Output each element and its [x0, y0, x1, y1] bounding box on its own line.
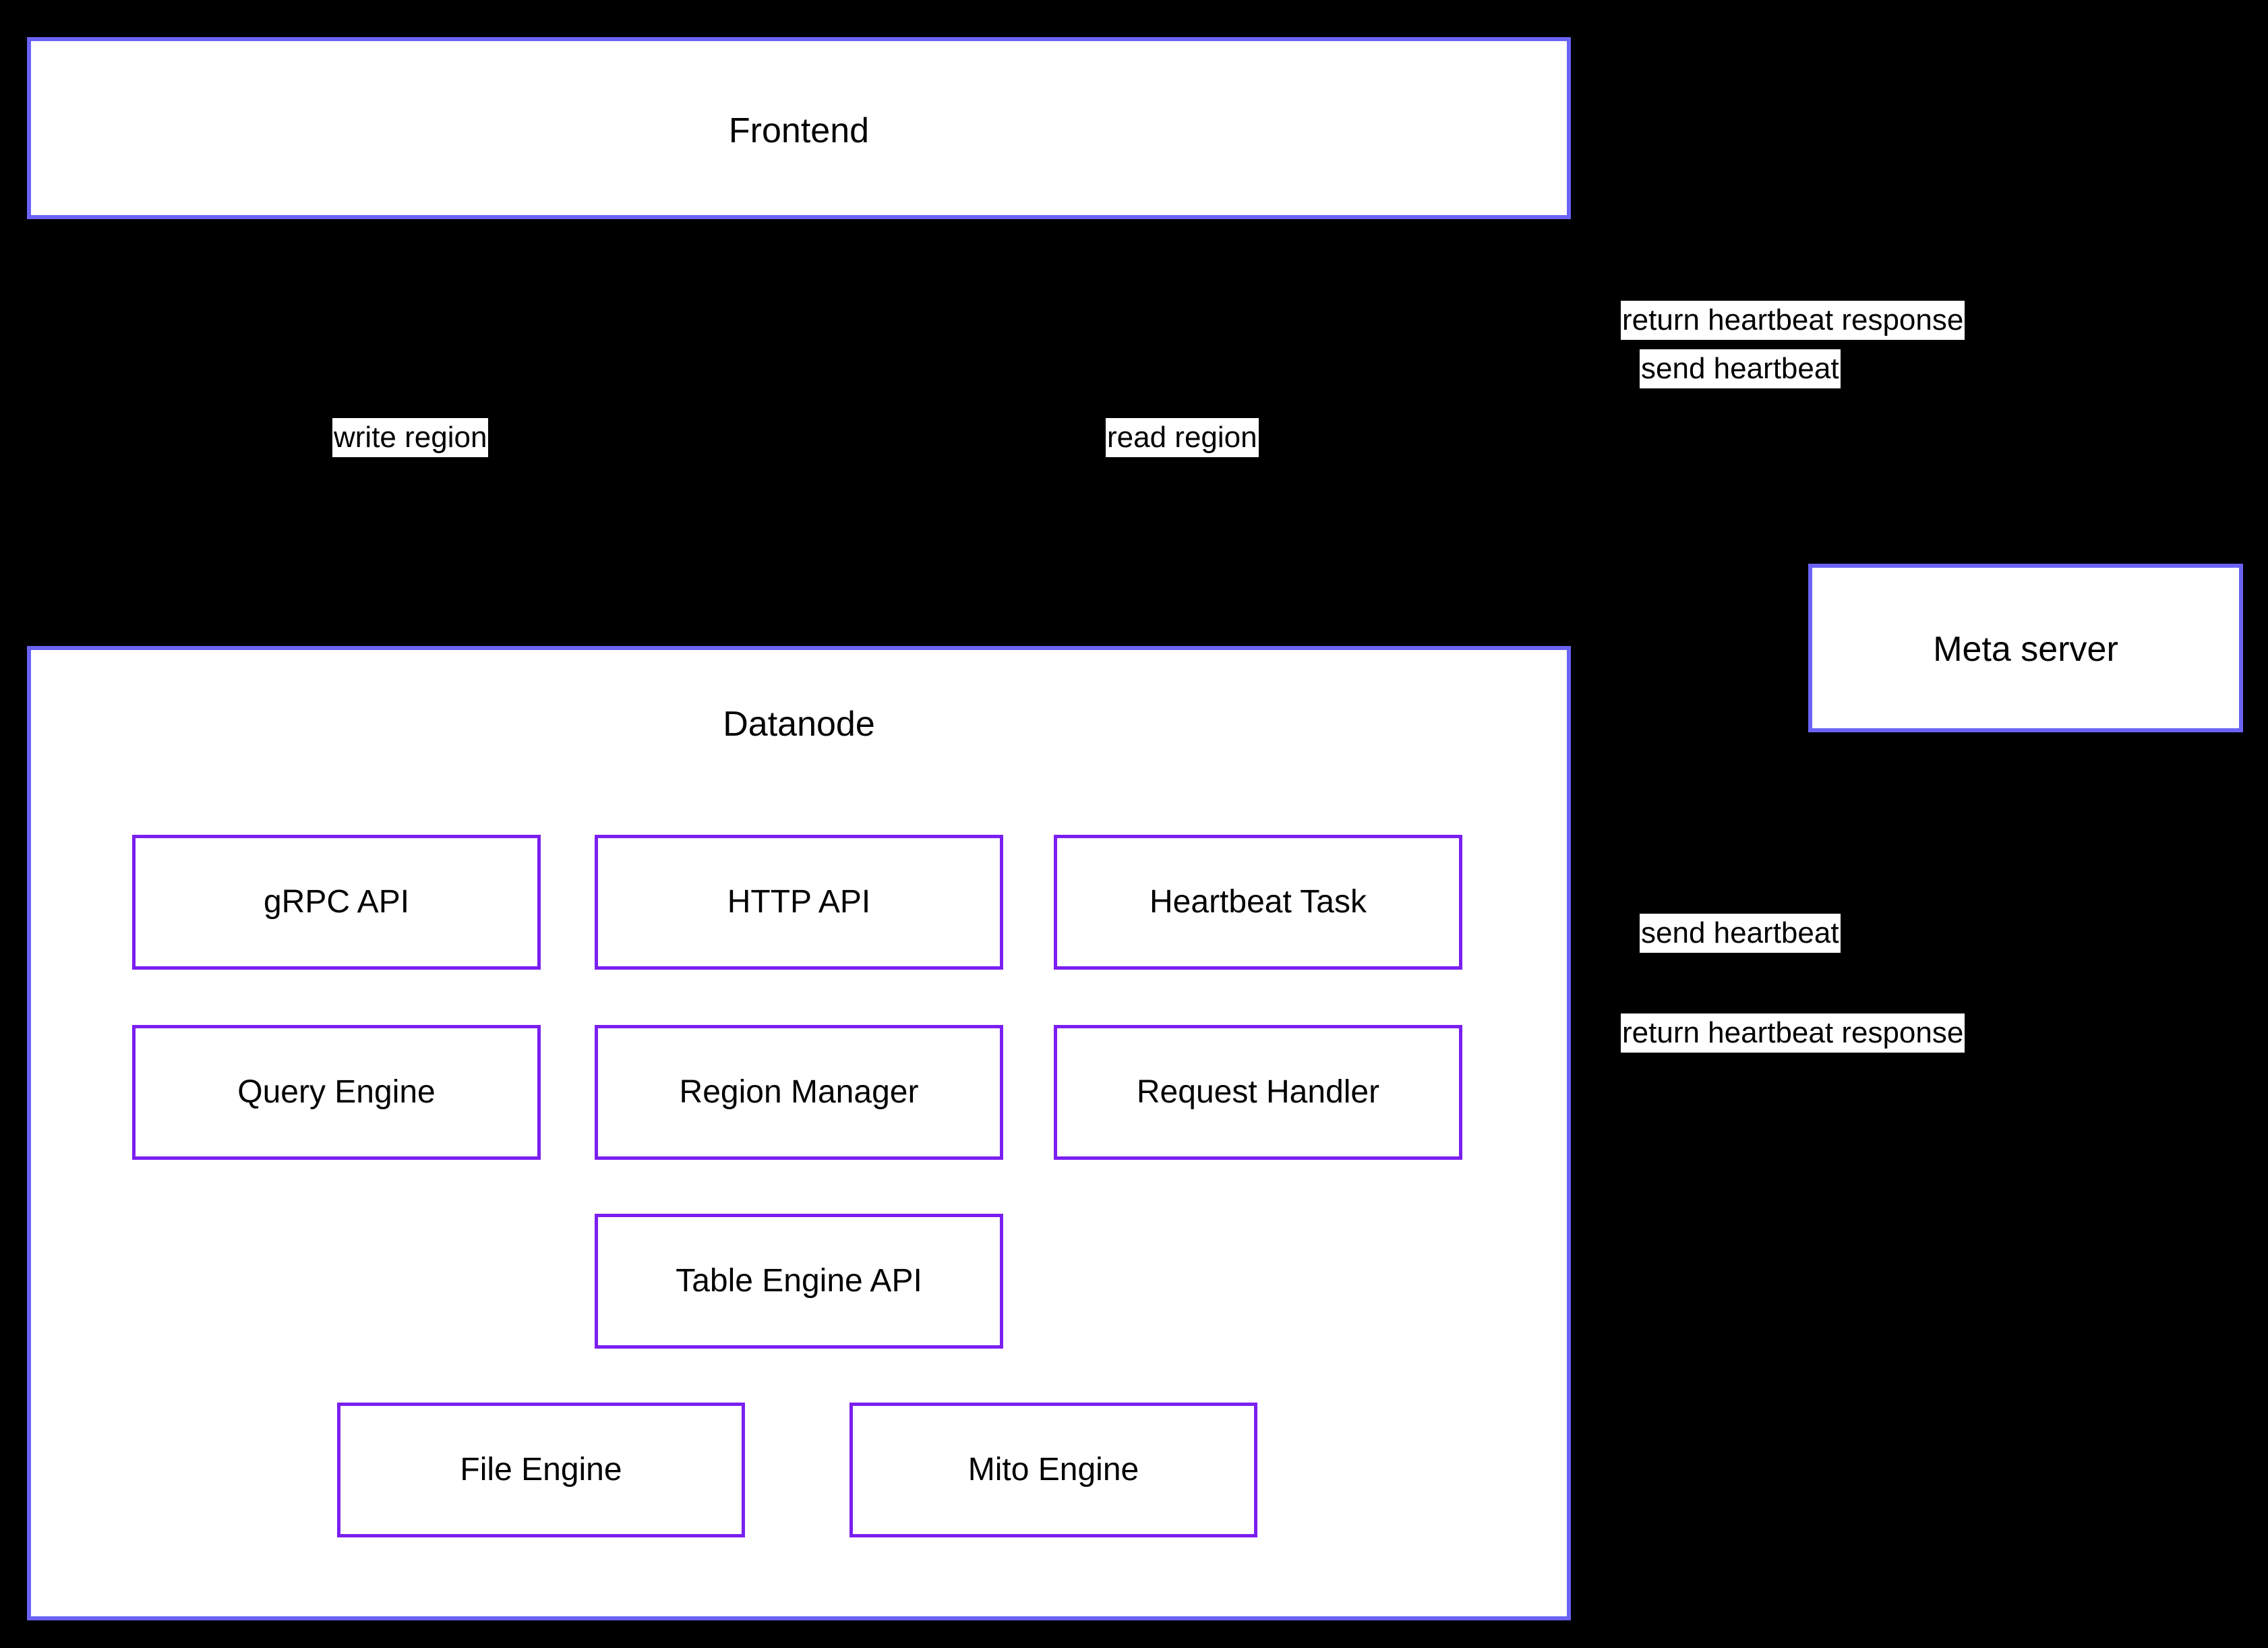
edge-label-return-heartbeat-top: return heartbeat response [1621, 301, 1965, 340]
component-table-engine-api[interactable]: Table Engine API [595, 1214, 1003, 1349]
meta-server-title: Meta server [1933, 630, 2118, 669]
component-grpc-api[interactable]: gRPC API [132, 835, 541, 970]
component-region-manager[interactable]: Region Manager [595, 1025, 1003, 1160]
edge-label-read-region: read region [1106, 418, 1259, 457]
component-label: gRPC API [263, 883, 410, 920]
component-label: File Engine [460, 1451, 622, 1488]
component-label: Query Engine [237, 1073, 436, 1110]
component-mito-engine[interactable]: Mito Engine [849, 1403, 1257, 1537]
edge-label-return-heartbeat-bottom: return heartbeat response [1621, 1013, 1965, 1053]
edge-label-send-heartbeat-bottom: send heartbeat [1640, 914, 1841, 953]
component-label: Table Engine API [676, 1262, 922, 1299]
frontend-title: Frontend [728, 111, 870, 150]
edge-label-send-heartbeat-top: send heartbeat [1640, 349, 1841, 388]
frontend-container[interactable]: Frontend [27, 37, 1571, 219]
component-label: Heartbeat Task [1150, 883, 1367, 920]
edge-label-write-region: write region [332, 418, 489, 457]
component-http-api[interactable]: HTTP API [595, 835, 1003, 970]
component-label: Region Manager [679, 1073, 919, 1110]
component-heartbeat-task[interactable]: Heartbeat Task [1054, 835, 1462, 970]
edge-datanode-return-heartbeat [1574, 732, 2025, 1299]
component-label: HTTP API [727, 883, 871, 920]
component-query-engine[interactable]: Query Engine [132, 1025, 541, 1160]
component-request-handler[interactable]: Request Handler [1054, 1025, 1462, 1160]
datanode-title: Datanode [723, 705, 875, 744]
meta-server-container[interactable]: Meta server [1808, 564, 2243, 732]
component-label: Mito Engine [967, 1451, 1139, 1488]
component-label: Request Handler [1136, 1073, 1380, 1110]
component-file-engine[interactable]: File Engine [337, 1403, 745, 1537]
